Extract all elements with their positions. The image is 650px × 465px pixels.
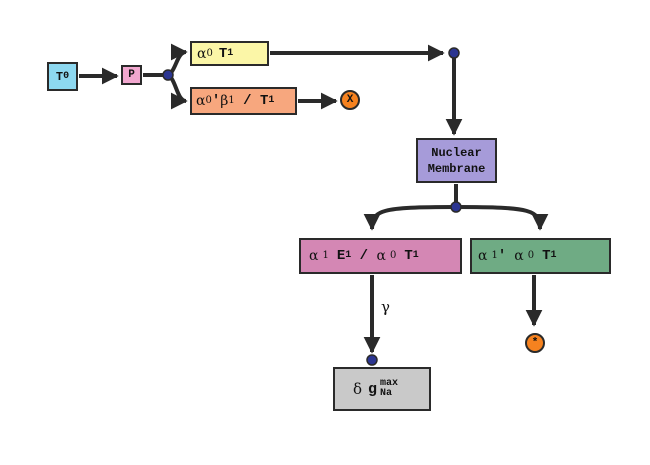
t-symbol: T <box>542 248 551 264</box>
node-nuclear-membrane: Nuclear Membrane <box>416 138 497 183</box>
slash-separator: / <box>234 93 260 109</box>
t-symbol: T <box>259 93 269 109</box>
terminal-x: X <box>340 90 360 110</box>
g-superscript: max <box>380 378 399 389</box>
junction-dot-p <box>162 69 174 81</box>
terminal-star: * <box>525 333 545 353</box>
prime-mark: ' <box>211 93 221 109</box>
alpha2-symbol: α <box>376 248 386 264</box>
edge-label-gamma: γ <box>381 298 390 316</box>
branch-curve-right <box>455 205 549 231</box>
t-symbol: T <box>218 45 228 62</box>
prime-mark: ' <box>497 248 507 264</box>
alpha2-symbol: α <box>514 248 524 264</box>
node-p: P <box>121 65 142 85</box>
g-subscript: Na <box>380 388 393 399</box>
node-t0-symbol: T <box>55 69 64 84</box>
alpha-symbol: α <box>309 248 319 264</box>
t-symbol: T <box>404 248 413 264</box>
junction-dot-top-right <box>448 47 460 59</box>
alpha-symbol: α <box>196 93 206 109</box>
nuclear-membrane-line2: Membrane <box>427 161 486 176</box>
alpha-symbol: α <box>197 45 207 62</box>
e-symbol: E <box>336 248 346 264</box>
branch-curve-left <box>363 205 457 231</box>
g-symbol: g <box>368 380 378 398</box>
alpha-symbol: α <box>478 248 488 264</box>
slash-separator: / <box>351 248 377 264</box>
beta-symbol: β <box>220 93 229 109</box>
junction-dot-delta <box>366 354 378 366</box>
delta-symbol: δ <box>353 380 363 398</box>
g-scripts: max Na <box>380 379 398 399</box>
junction-dot-membrane <box>450 201 462 213</box>
node-delta-g-na-max: δ g max Na <box>333 367 431 411</box>
nuclear-membrane-line1: Nuclear <box>431 145 482 160</box>
